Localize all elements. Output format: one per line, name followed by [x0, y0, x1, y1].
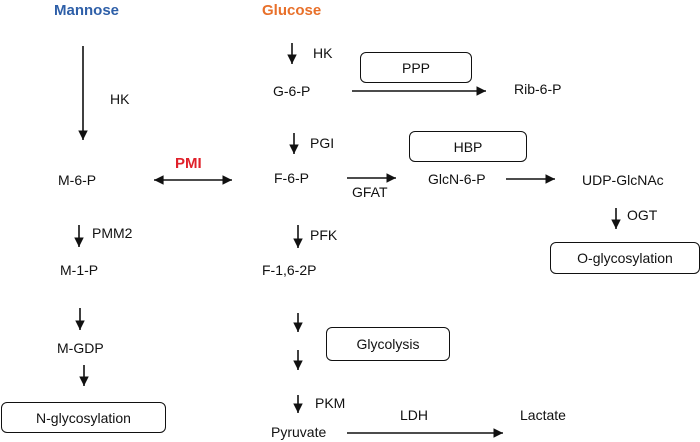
metabolite-f16p: F-1,6-2P: [262, 262, 317, 278]
metabolite-pyruvate: Pyruvate: [271, 424, 327, 440]
pathway-label-ppp: PPP: [401, 59, 430, 76]
enzyme-gfat: GFAT: [352, 184, 388, 200]
pathway-label-o-glycosylation: O-glycosylation: [577, 250, 673, 266]
metabolite-lactate: Lactate: [520, 407, 566, 423]
pathway-label-hbp: HBP: [453, 138, 483, 155]
enzyme-hk-glucose: HK: [313, 45, 333, 61]
enzyme-ogt: OGT: [627, 207, 658, 223]
metabolite-mgdp: M-GDP: [57, 340, 104, 356]
metabolite-udpglcnac: UDP-GlcNAc: [582, 172, 664, 188]
metabolite-m1p: M-1-P: [60, 262, 99, 278]
pathway-label-glycolysis: Glycolysis: [356, 336, 420, 352]
mannose-title: Mannose: [54, 2, 120, 19]
metabolite-g6p: G-6-P: [273, 83, 311, 99]
pathway-box-ppp: PPP: [360, 52, 472, 83]
pathway-box-glycolysis: Glycolysis: [326, 327, 450, 361]
enzyme-pkm: PKM: [315, 395, 346, 411]
glucose-title: Glucose: [262, 2, 322, 19]
enzyme-ldh: LDH: [400, 407, 429, 423]
enzyme-pmm2: PMM2: [92, 225, 133, 241]
enzyme-pmi: PMI: [175, 155, 202, 172]
metabolite-m6p: M-6-P: [58, 172, 97, 188]
pathway-box-o-glycosylation: O-glycosylation: [550, 242, 700, 274]
metabolite-f6p: F-6-P: [274, 170, 309, 186]
pathway-box-n-glycosylation: N-glycosylation: [1, 402, 166, 433]
enzyme-pgi: PGI: [310, 135, 335, 151]
pathway-label-n-glycosylation: N-glycosylation: [36, 409, 131, 426]
pathway-box-hbp: HBP: [409, 131, 527, 162]
metabolite-glcn6p: GlcN-6-P: [428, 171, 486, 187]
metabolite-rib6p: Rib-6-P: [514, 81, 562, 97]
enzyme-hk-mannose: HK: [110, 91, 130, 107]
enzyme-pfk: PFK: [310, 227, 338, 243]
